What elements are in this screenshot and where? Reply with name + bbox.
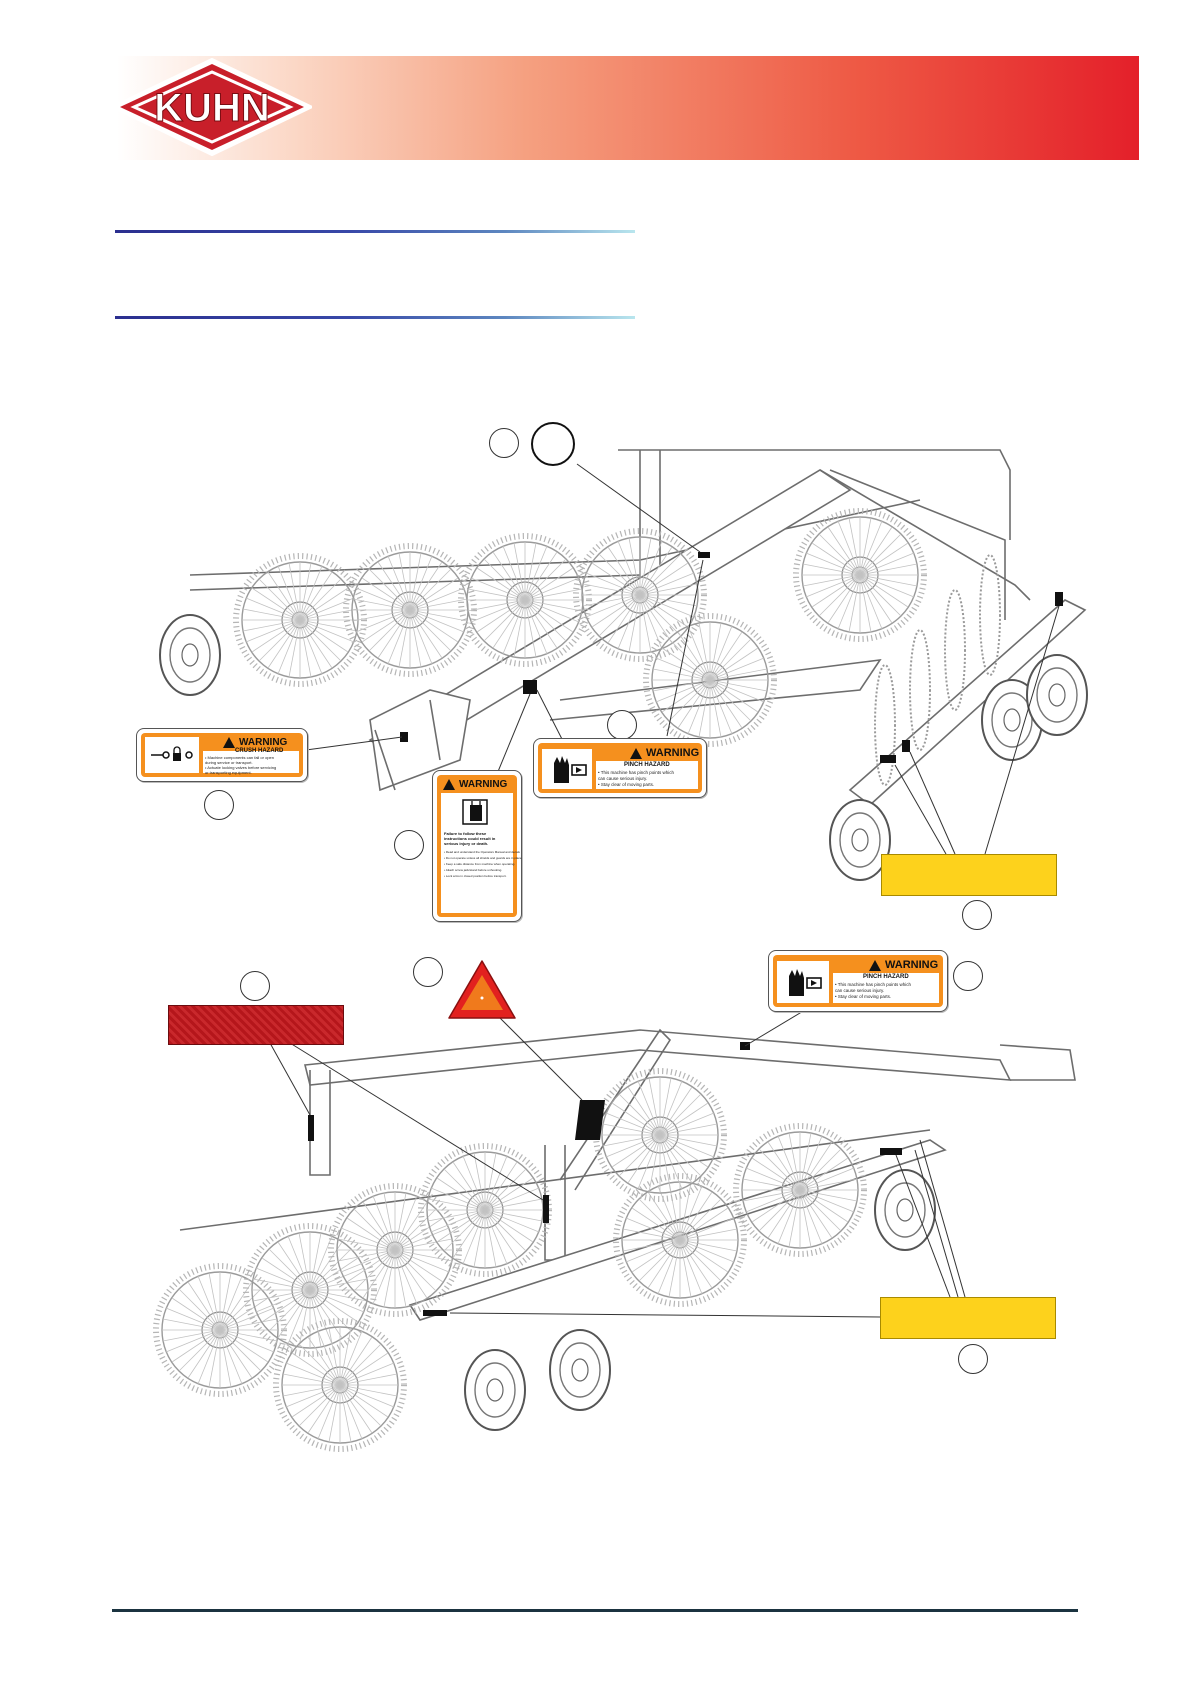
operator-bullet: • Do not operate unless all shields and … bbox=[444, 856, 523, 860]
slow-moving-vehicle-emblem bbox=[448, 960, 516, 1019]
top-rake-drawing bbox=[159, 449, 1088, 881]
callout-circle bbox=[204, 790, 234, 820]
warning-triangle-icon bbox=[223, 737, 235, 748]
operator-bullet: • Lock arms in closed position before tr… bbox=[444, 874, 507, 878]
logo-text: KUHN bbox=[154, 86, 270, 130]
kuhn-logo: KUHN bbox=[112, 58, 312, 156]
pinch-hazard-decal-top: WARNING PINCH HAZARD • This machine has … bbox=[533, 738, 707, 798]
operator-intro: Failure to follow these instructions cou… bbox=[444, 831, 496, 846]
callout-circle bbox=[240, 971, 270, 1001]
lock-icon bbox=[151, 746, 193, 761]
pinch-bullets: • This machine has pinch points which ca… bbox=[598, 770, 674, 788]
pinch-bullet: • Stay clear of moving parts. bbox=[835, 994, 892, 999]
yellow-reflector-strip bbox=[880, 1297, 1056, 1339]
operator-bullet: • Attach screw jack/stand before unhooki… bbox=[444, 868, 503, 872]
operator-bullets: • Read and understand the Operators Manu… bbox=[444, 849, 522, 879]
warning-triangle-icon bbox=[869, 959, 881, 971]
pinch-bullet: can cause serious injury. bbox=[835, 988, 885, 993]
warning-triangle-icon bbox=[443, 779, 455, 790]
callout-circle bbox=[394, 830, 424, 860]
section-rule-top bbox=[115, 230, 635, 233]
warning-triangle-icon bbox=[630, 747, 642, 759]
crush-bullet: or transporting equipment. bbox=[205, 770, 252, 775]
crush-hazard-title: CRUSH HAZARD bbox=[235, 748, 284, 754]
crush-signal-word: WARNING bbox=[239, 737, 288, 748]
pinch-bullet: • This machine has pinch points which bbox=[835, 982, 912, 987]
pinch-hazard-decal-bottom: WARNING PINCH HAZARD • This machine has … bbox=[768, 950, 948, 1012]
operator-bullet: • Read and understand the Operators Manu… bbox=[444, 850, 520, 854]
manual-icon bbox=[462, 799, 488, 825]
callout-circle bbox=[953, 961, 983, 991]
red-reflector-strip bbox=[168, 1005, 344, 1045]
bottom-rake-drawing bbox=[156, 1009, 1076, 1449]
pinch-signal-word: WARNING bbox=[646, 747, 700, 759]
pinch-bullet: • This machine has pinch points which bbox=[598, 770, 675, 775]
pinch-bullets: • This machine has pinch points which ca… bbox=[835, 982, 911, 1000]
pinch-hand-icon bbox=[789, 969, 822, 996]
crush-hazard-decal: WARNING CRUSH HAZARD • Machine component… bbox=[136, 728, 308, 782]
pinch-hazard-title: PINCH HAZARD bbox=[624, 762, 670, 768]
callout-circle bbox=[413, 957, 443, 987]
operator-bullet: • Keep a safe distance from machine when… bbox=[444, 862, 516, 866]
crush-bullet: • Actuate locking valves before servicin… bbox=[205, 765, 277, 770]
pinch-bullet: • Stay clear of moving parts. bbox=[598, 782, 655, 787]
pinch-hazard-title: PINCH HAZARD bbox=[863, 974, 909, 980]
callout-circle bbox=[958, 1344, 988, 1374]
pinch-signal-word: WARNING bbox=[885, 959, 939, 971]
callout-circle bbox=[489, 428, 519, 458]
callout-circle bbox=[607, 710, 637, 740]
pinch-hand-icon bbox=[554, 756, 587, 783]
pinch-bullet: can cause serious injury. bbox=[598, 776, 648, 781]
crush-bullet: during service or transport. bbox=[205, 760, 253, 765]
crush-bullet: • Machine components can fall or open bbox=[205, 755, 274, 760]
crush-bullets: • Machine components can fall or open du… bbox=[205, 755, 276, 775]
footer-rule bbox=[112, 1609, 1078, 1612]
callout-circle-bold bbox=[531, 422, 575, 466]
section-rule-bottom bbox=[115, 316, 635, 319]
callout-circle bbox=[962, 900, 992, 930]
operator-signal-word: WARNING bbox=[459, 779, 508, 790]
yellow-reflector-strip bbox=[881, 854, 1057, 896]
operator-warning-decal: WARNING Failure to follow these instruct… bbox=[432, 770, 522, 922]
